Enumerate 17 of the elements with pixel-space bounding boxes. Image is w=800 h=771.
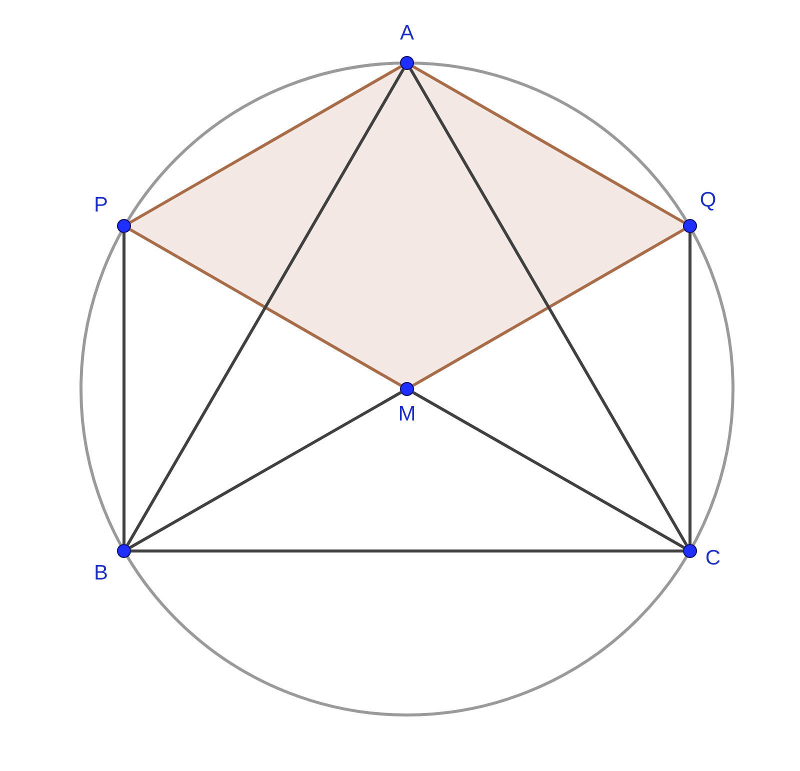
line-segment: [129, 391, 402, 549]
line-segment: [122, 233, 126, 544]
point-label: P: [94, 194, 108, 216]
line-segment: [131, 550, 683, 552]
point-label: A: [400, 22, 414, 44]
line-segment: [688, 233, 692, 544]
line-segment: [412, 228, 685, 387]
line-segment: [412, 391, 685, 549]
point-label: Q: [700, 190, 716, 210]
line-segment: [129, 228, 402, 387]
line-segment: [412, 65, 685, 224]
line-segment: [409, 68, 688, 546]
point-label: B: [94, 562, 108, 584]
line-segment: [126, 68, 405, 546]
point-label: C: [705, 548, 721, 568]
point-label: M: [398, 404, 416, 424]
line-segment: [129, 65, 402, 224]
